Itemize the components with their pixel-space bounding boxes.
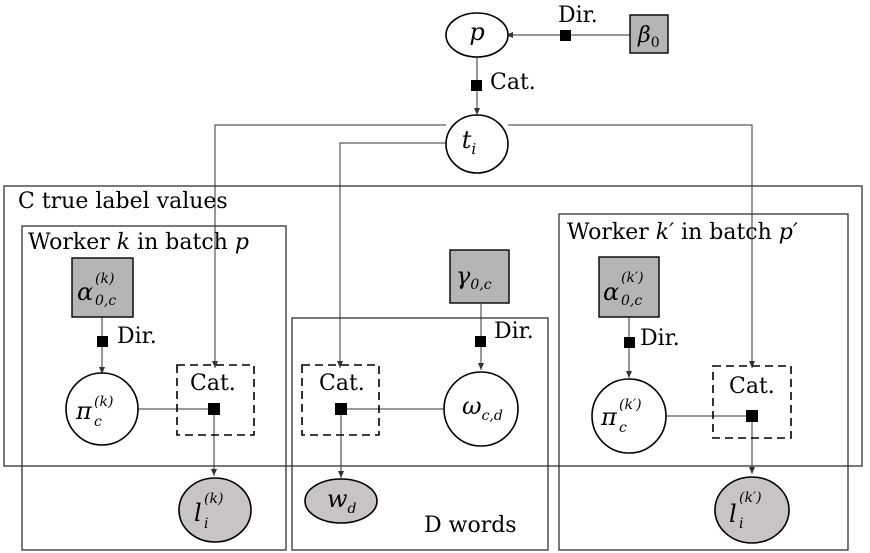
- pi-kprime-node-label: π: [600, 403, 618, 431]
- alpha-k-node-sub: 0,c: [95, 293, 116, 309]
- cat-box-w: [301, 364, 380, 436]
- alpha-k-node-sup: (k): [95, 271, 114, 287]
- factor-dir-gamma: [475, 336, 486, 347]
- factor-cat-w: [335, 403, 347, 415]
- p-node-label: p: [469, 18, 484, 46]
- l-k-node: [178, 477, 252, 543]
- l-kprime-node: [714, 476, 790, 544]
- words-plate-label: D words: [424, 513, 517, 538]
- l-kprime-node-label: l: [729, 500, 737, 528]
- gamma-node-label: γ0,c: [456, 262, 492, 293]
- l-k-node-sup: (k): [204, 491, 223, 507]
- pi-kprime-node: [591, 378, 667, 454]
- pi-k-node-label: π: [75, 397, 93, 425]
- omega-node-label: ωc,d: [462, 392, 503, 424]
- factor-dir-kprime: [624, 337, 635, 348]
- cat-label-kprime: Cat.: [729, 374, 775, 399]
- alpha-kprime-node-label: α: [603, 278, 619, 306]
- worker-k-plate: [21, 225, 287, 551]
- factor-dir-p: [560, 30, 571, 41]
- l-kprime-node-sub: i: [739, 516, 743, 532]
- edge-t-cat-w: [337, 142, 446, 368]
- worker-kprime-plate-label: Worker k′ in batch p′: [567, 220, 798, 245]
- factor-dir-k: [97, 336, 108, 347]
- dir-label-k: Dir.: [117, 324, 157, 349]
- alpha-k-node-label: α: [77, 278, 93, 306]
- omega-node: [443, 371, 519, 447]
- dir-label-kprime: Dir.: [640, 326, 680, 351]
- beta0-node: [629, 14, 669, 54]
- dir-label-gamma: Dir.: [494, 319, 534, 344]
- cat-box-k: [176, 364, 255, 436]
- cat-label-t: Cat.: [490, 70, 536, 95]
- words-plate: [291, 317, 549, 551]
- factor-cat-kprime: [746, 410, 758, 422]
- edge-t-cat-kprime: [508, 124, 755, 368]
- w-node: [304, 478, 378, 524]
- w-node-label: wd: [327, 485, 357, 517]
- true-label-plate-label: C true label values: [18, 189, 228, 214]
- pi-k-node-sub: c: [94, 414, 102, 430]
- gamma-node: [449, 249, 510, 304]
- t-node-label: ti: [462, 126, 477, 158]
- edge-t-cat-k: [212, 124, 446, 368]
- true-label-plate: [3, 185, 863, 467]
- pi-k-node: [65, 372, 139, 446]
- beta0-node-label: β0: [637, 23, 660, 51]
- pi-k-node-sup: (k): [94, 394, 113, 410]
- alpha-kprime-node: [598, 256, 660, 318]
- factor-cat-k: [208, 403, 220, 415]
- dir-label-p: Dir.: [558, 3, 598, 28]
- l-kprime-node-sup: (k′): [739, 490, 762, 506]
- pi-kprime-node-sub: c: [619, 420, 627, 436]
- l-k-node-sub: i: [204, 516, 208, 532]
- cat-label-w: Cat.: [319, 371, 365, 396]
- factor-cat-t: [471, 80, 482, 91]
- worker-k-plate-label: Worker k in batch p: [28, 230, 249, 255]
- l-k-node-label: l: [194, 499, 202, 527]
- t-node: [445, 114, 509, 174]
- cat-box-kprime: [712, 365, 792, 439]
- cat-label-k: Cat.: [190, 371, 236, 396]
- p-node: [445, 12, 509, 58]
- alpha-kprime-node-sub: 0,c: [621, 293, 642, 309]
- worker-kprime-plate: [558, 213, 849, 551]
- alpha-k-node: [71, 257, 134, 318]
- alpha-kprime-node-sup: (k′): [621, 270, 644, 286]
- pi-kprime-node-sup: (k′): [619, 397, 642, 413]
